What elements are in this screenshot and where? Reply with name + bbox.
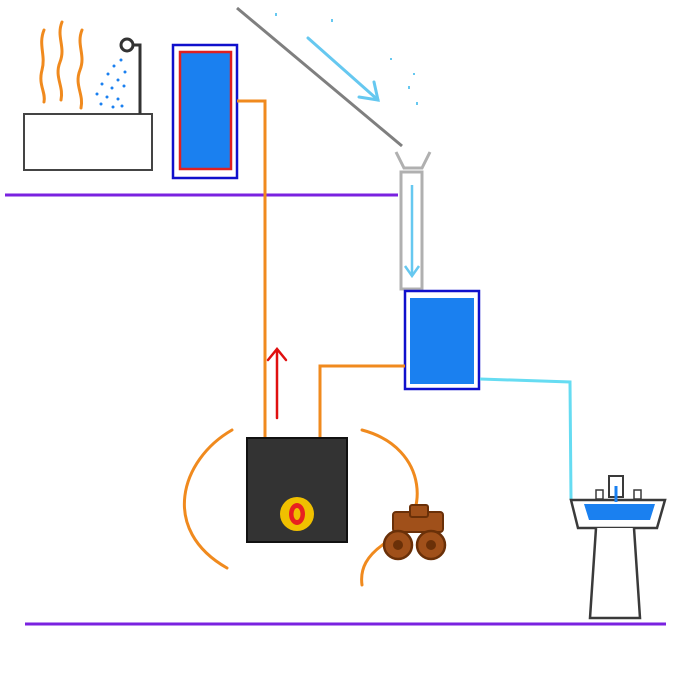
upward-flow-arrow <box>266 347 288 420</box>
bathtub-with-shower-icon <box>23 37 153 171</box>
rain-drops-icon <box>275 13 418 105</box>
hot-water-pipe <box>237 99 267 455</box>
rain-flow-arrow <box>306 36 380 102</box>
cold-water-tank-icon <box>403 289 481 391</box>
cold-water-pipe <box>479 377 573 501</box>
wood-stove-icon <box>246 437 348 543</box>
firewood-logs-icon <box>382 504 447 561</box>
rain-gutter-funnel-icon <box>394 151 432 170</box>
roof-icon <box>236 6 403 148</box>
hot-water-tank-icon <box>171 43 239 180</box>
sink-icon <box>569 475 667 620</box>
downpipe-icon <box>399 170 424 291</box>
steam-waves-icon <box>39 20 84 110</box>
